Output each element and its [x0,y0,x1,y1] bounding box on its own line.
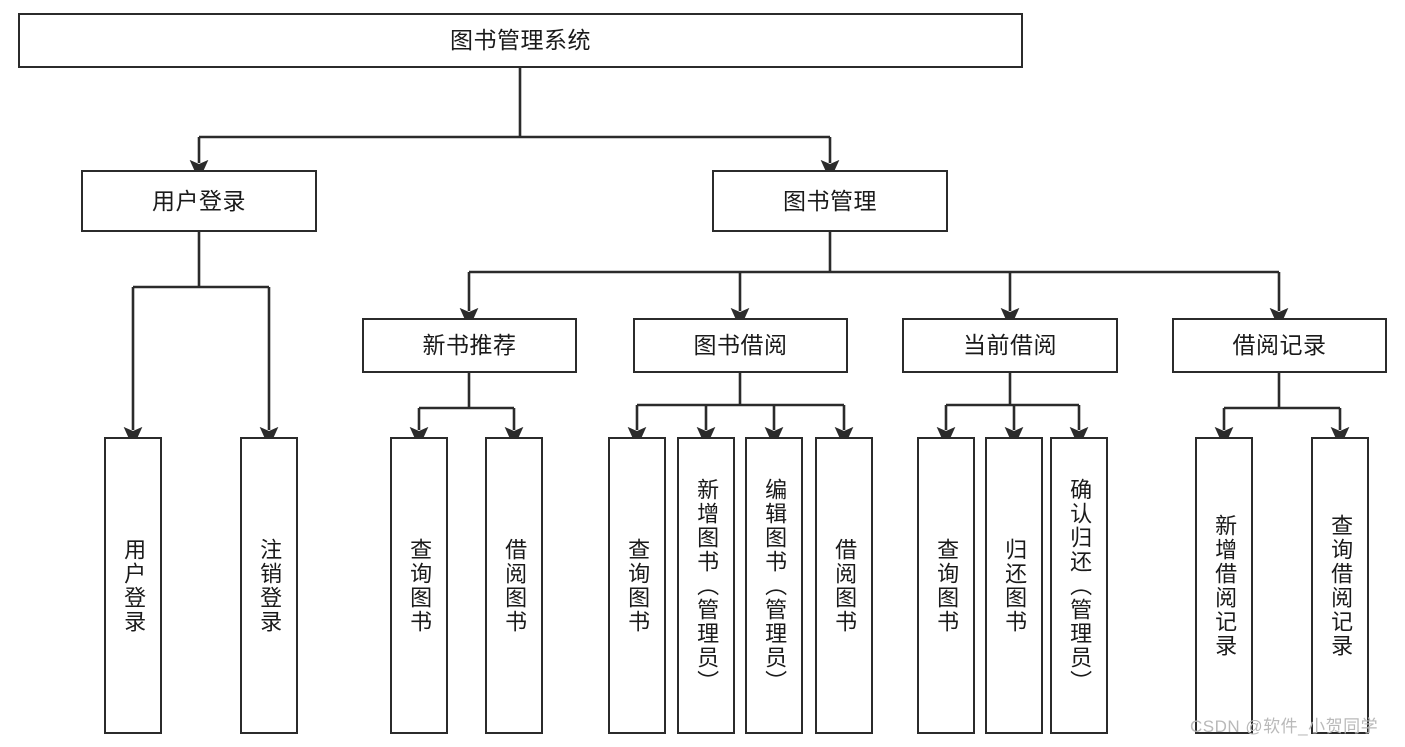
node-leaf-query-book-2[interactable]: 查询图书 [608,437,666,734]
node-leaf-logout-login[interactable]: 注销登录 [240,437,298,734]
node-current-borrow[interactable]: 当前借阅 [902,318,1118,373]
node-leaf-confirm-return-label: 确认归还（管理员） [1067,477,1093,694]
node-leaf-borrow-book-1[interactable]: 借阅图书 [485,437,543,734]
node-leaf-query-book-1[interactable]: 查询图书 [390,437,448,734]
node-book-borrow[interactable]: 图书借阅 [633,318,848,373]
node-book-manage[interactable]: 图书管理 [712,170,948,232]
node-leaf-add-book-label: 新增图书（管理员） [694,477,720,694]
node-leaf-edit-book-label: 编辑图书（管理员） [762,477,788,694]
node-root-label: 图书管理系统 [450,27,591,54]
node-user-login-label: 用户登录 [152,187,246,214]
node-leaf-borrow-book-1-label: 借阅图书 [502,537,528,634]
node-leaf-confirm-return[interactable]: 确认归还（管理员） [1050,437,1108,734]
watermark-text: CSDN @软件_小贺同学 [1190,717,1379,736]
node-leaf-query-record[interactable]: 查询借阅记录 [1311,437,1369,734]
node-user-login[interactable]: 用户登录 [81,170,317,232]
node-new-book-recommend-label: 新书推荐 [422,332,517,359]
node-leaf-borrow-book-2[interactable]: 借阅图书 [815,437,873,734]
node-borrow-record[interactable]: 借阅记录 [1172,318,1387,373]
node-leaf-add-record[interactable]: 新增借阅记录 [1195,437,1253,734]
node-book-manage-label: 图书管理 [783,187,877,214]
node-leaf-borrow-book-2-label: 借阅图书 [832,537,858,634]
node-leaf-return-book-label: 归还图书 [1002,537,1028,634]
node-current-borrow-label: 当前借阅 [963,332,1057,359]
node-leaf-return-book[interactable]: 归还图书 [985,437,1043,734]
node-borrow-record-label: 借阅记录 [1232,332,1327,359]
node-leaf-query-book-3-label: 查询图书 [934,537,960,634]
node-book-borrow-label: 图书借阅 [693,332,788,359]
node-leaf-edit-book[interactable]: 编辑图书（管理员） [745,437,803,734]
node-leaf-query-book-3[interactable]: 查询图书 [917,437,975,734]
node-leaf-add-book[interactable]: 新增图书（管理员） [677,437,735,734]
node-root[interactable]: 图书管理系统 [18,13,1023,68]
node-leaf-logout-login-label: 注销登录 [257,537,283,634]
node-new-book-recommend[interactable]: 新书推荐 [362,318,577,373]
node-leaf-add-record-label: 新增借阅记录 [1212,513,1238,658]
node-leaf-query-book-1-label: 查询图书 [407,537,433,634]
node-leaf-user-login[interactable]: 用户登录 [104,437,162,734]
node-leaf-query-record-label: 查询借阅记录 [1328,513,1354,658]
node-leaf-query-book-2-label: 查询图书 [625,537,651,634]
node-leaf-user-login-label: 用户登录 [121,537,147,634]
